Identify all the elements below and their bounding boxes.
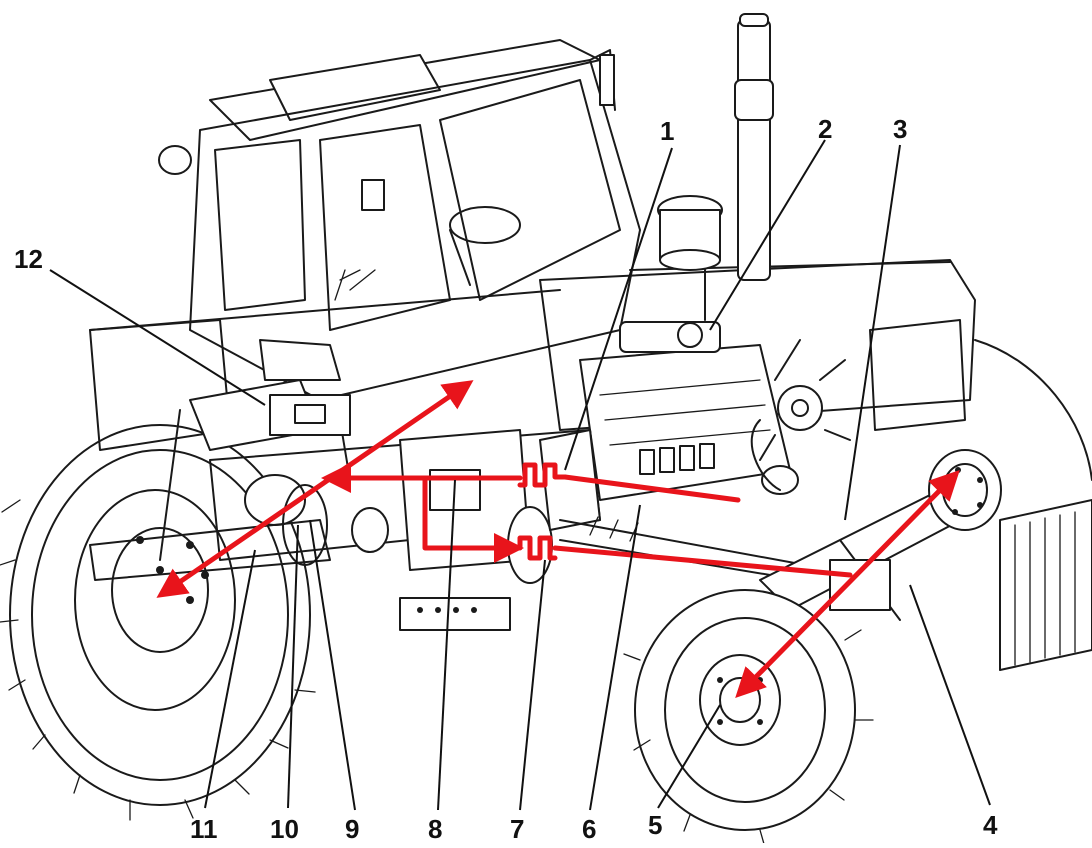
leader-10 <box>287 524 299 809</box>
callout-6: 6 <box>582 814 596 843</box>
air-cleaner <box>657 195 723 321</box>
leader-4 <box>909 584 991 806</box>
leader-1 <box>564 147 673 471</box>
engine <box>579 321 851 501</box>
leader-3 <box>844 144 901 521</box>
leader-12 <box>49 269 266 406</box>
callout-labels: 1 2 3 4 5 6 7 8 9 10 11 12 <box>14 114 998 844</box>
callout-7: 7 <box>510 814 524 843</box>
leader-lines <box>49 139 991 811</box>
callout-3: 3 <box>893 114 907 144</box>
leader-11 <box>204 549 256 809</box>
leader-8 <box>437 479 456 811</box>
upper-coupling-symbol <box>517 462 568 488</box>
callout-10: 10 <box>270 814 299 843</box>
transfer-branch-arrow <box>422 475 524 563</box>
leader-9 <box>309 519 356 811</box>
callout-5: 5 <box>648 810 662 840</box>
leader-5 <box>657 704 721 809</box>
front-axle-arrow <box>735 470 960 698</box>
callout-2: 2 <box>818 114 832 144</box>
callout-11: 11 <box>190 814 218 843</box>
front-right-wheel <box>928 339 1092 531</box>
callout-12: 12 <box>14 244 43 274</box>
callout-8: 8 <box>428 814 442 843</box>
front-left-wheel <box>623 589 874 845</box>
transfer-to-front-arrow <box>552 545 853 578</box>
leader-6 <box>589 504 641 811</box>
cab <box>158 39 641 401</box>
front-ballast <box>999 499 1092 671</box>
lower-coupling-symbol <box>517 535 558 561</box>
leader-2 <box>709 139 826 331</box>
callout-9: 9 <box>345 814 359 843</box>
callout-4: 4 <box>983 810 998 840</box>
engine-to-transfer-arrow <box>562 474 741 503</box>
exhaust-stack <box>734 13 774 281</box>
leader-7 <box>519 559 546 811</box>
rear-axle-arrow <box>156 380 474 598</box>
power-flow-overlay <box>156 380 960 698</box>
callout-1: 1 <box>660 116 674 146</box>
